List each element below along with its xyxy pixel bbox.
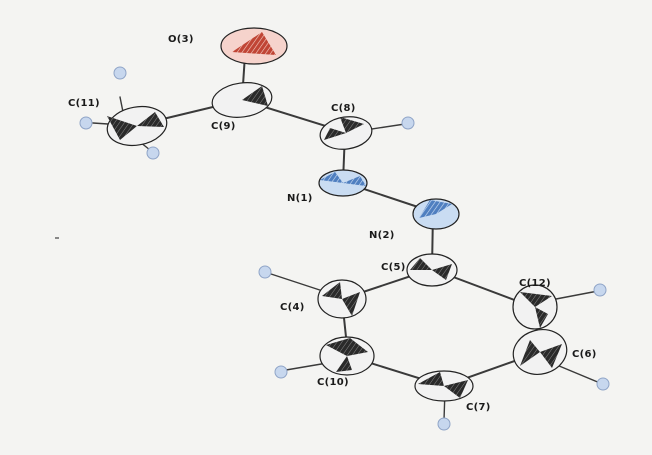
atom-labels: O(3) C(9) C(11) C(8) N(1) N(2) C(5) C(4)…	[68, 34, 597, 413]
atom-c9	[211, 82, 273, 118]
hydrogen-atoms	[79, 66, 610, 431]
atom-c11	[106, 105, 168, 147]
hydrogen-atom	[258, 265, 272, 279]
atom-c7	[414, 370, 474, 402]
label-c5: C(5)	[381, 262, 406, 273]
label-n1: N(1)	[287, 193, 313, 204]
label-c9: C(9)	[211, 121, 236, 132]
label-c12: C(12)	[519, 278, 551, 289]
speck-mark	[55, 237, 59, 239]
atom-c5	[406, 253, 458, 287]
atom-c6	[512, 329, 568, 375]
hydrogen-atom	[437, 417, 451, 431]
hydrogen-atom	[274, 365, 288, 379]
label-c8: C(8)	[331, 103, 356, 114]
atom-c8	[319, 116, 373, 150]
label-o3: O(3)	[168, 34, 194, 45]
atom-n1	[318, 169, 368, 197]
hydrogen-atom	[593, 283, 607, 297]
atom-c4	[317, 279, 367, 319]
hydrogen-atom	[146, 146, 160, 160]
hydrogen-atom	[401, 116, 415, 130]
label-c6: C(6)	[572, 349, 597, 360]
label-n2: N(2)	[369, 230, 395, 241]
hydrogen-atom	[113, 66, 127, 80]
atom-c12	[512, 284, 558, 330]
label-c4: C(4)	[280, 302, 305, 313]
hydrogen-atom	[79, 116, 93, 130]
atom-o3	[220, 27, 288, 65]
atom-c10	[319, 336, 375, 376]
atoms	[106, 27, 568, 402]
label-c11: C(11)	[68, 98, 100, 109]
label-c10: C(10)	[317, 377, 349, 388]
label-c7: C(7)	[466, 402, 491, 413]
atom-n2	[412, 198, 460, 230]
hydrogen-atom	[596, 377, 610, 391]
